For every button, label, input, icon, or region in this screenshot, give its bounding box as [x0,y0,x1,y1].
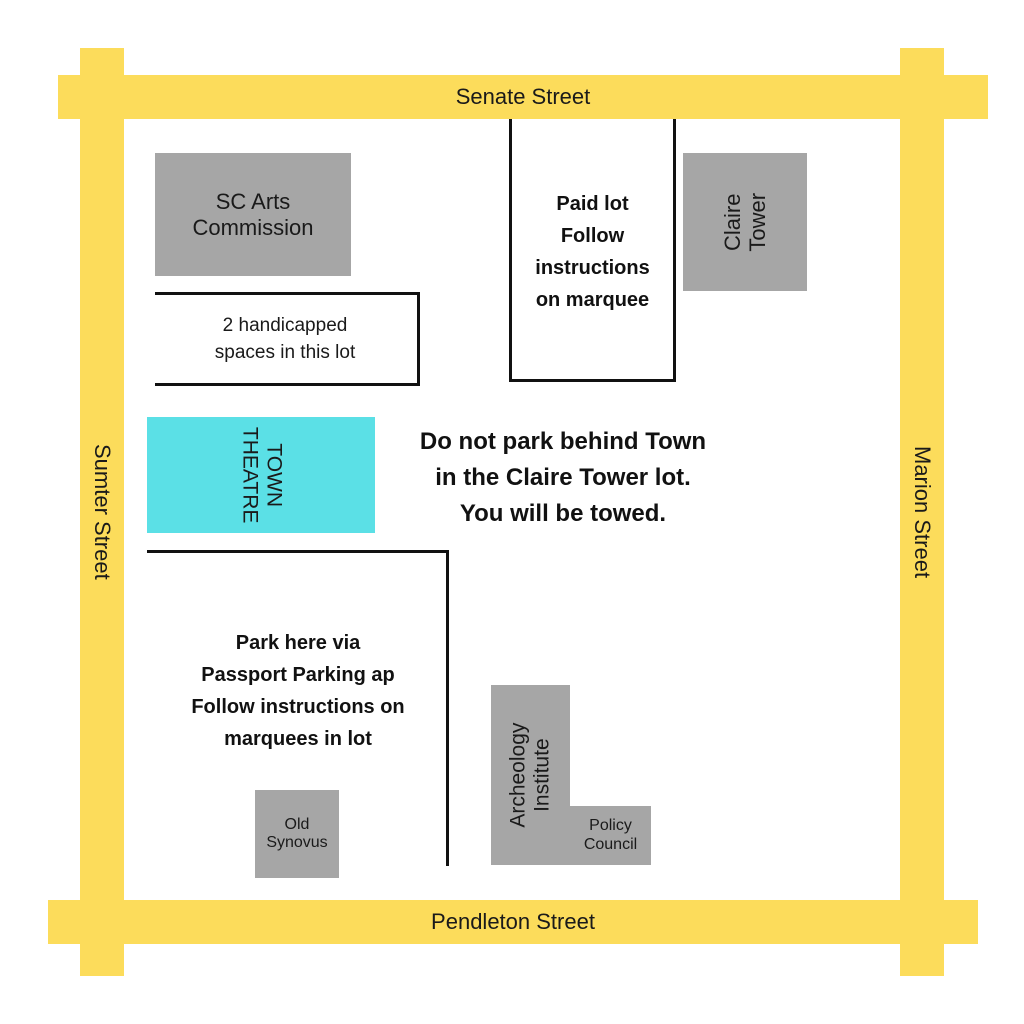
passport-lot-label: Park here via Passport Parking ap Follow… [191,632,405,750]
tow-warning: Do not park behind Town in the Claire To… [419,428,707,527]
archeology-institute-label: Archeology Institute [506,722,554,828]
paid-lot-label: Paid lot Follow instructions on marquee [535,193,650,311]
handicapped-lot-right-line [417,292,420,386]
old-synovus: Old Synovus [255,790,339,878]
policy-council-label: Policy Council [583,817,638,853]
marion-street: Marion Street [900,48,944,976]
passport-lot-top-line [147,550,449,553]
sumter-street: Sumter Street [80,48,124,976]
claire-tower-label: Claire Tower [719,192,770,252]
marion-street-label: Marion Street [910,445,935,579]
town-theatre: TOWN THEATRE [147,417,375,533]
sc-arts-commission-label: SC Arts Commission [192,189,314,240]
paid-lot-left-line [509,119,512,382]
senate-street: Senate Street [58,75,988,119]
paid-lot-bottom-line [509,379,676,382]
passport-lot-right-line [446,550,449,866]
claire-tower: Claire Tower [683,153,807,291]
policy-council: Policy Council [570,806,651,865]
senate-street-label: Senate Street [455,84,591,109]
archeology-institute: Archeology Institute [491,685,570,865]
pendleton-street: Pendleton Street [48,900,978,944]
sc-arts-commission: SC Arts Commission [155,153,351,276]
paid-lot-right-line [673,119,676,382]
handicapped-lot-top-line [155,292,420,295]
pendleton-street-label: Pendleton Street [431,909,595,934]
old-synovus-label: Old Synovus [266,815,328,851]
town-theatre-label: TOWN THEATRE [237,426,286,524]
handicapped-lot-bottom-line [155,383,420,386]
sumter-street-label: Sumter Street [90,444,115,580]
handicapped-lot-label: 2 handicapped spaces in this lot [214,315,356,363]
